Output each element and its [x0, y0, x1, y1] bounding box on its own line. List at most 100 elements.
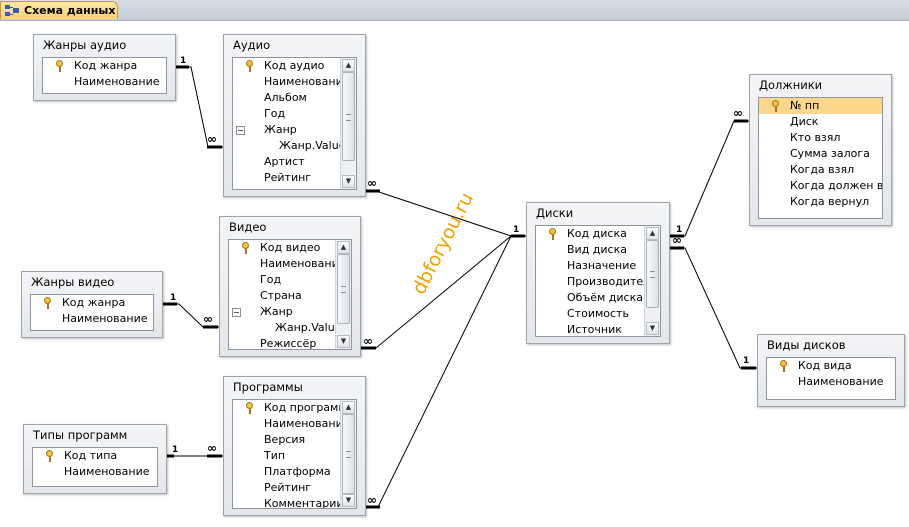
scroll-up-icon[interactable]: ▲: [646, 227, 659, 240]
field-row[interactable]: Вид диска: [567, 243, 627, 256]
scroll-down-icon[interactable]: ▼: [342, 494, 355, 507]
field-row[interactable]: Объём диска: [567, 291, 643, 304]
tab-relationships[interactable]: Схема данных: [0, 1, 118, 19]
table-zhanry-video[interactable]: Жанры видео Код жанра Наименование: [21, 271, 163, 338]
table-title[interactable]: Должники: [759, 78, 823, 92]
table-dolzhniki[interactable]: Должники № пп Диск Кто взял Сумма залога…: [749, 74, 892, 226]
field-row[interactable]: Наименование: [264, 417, 340, 430]
scroll-thumb[interactable]: [337, 254, 350, 324]
field-row[interactable]: Альбом: [264, 91, 307, 104]
field-row[interactable]: Наименование: [74, 75, 160, 88]
field-row[interactable]: Наименование: [798, 375, 884, 388]
field-row[interactable]: Когда взял: [790, 163, 855, 176]
field-row[interactable]: Производитель: [567, 275, 644, 288]
field-row[interactable]: Комментарии: [264, 497, 340, 508]
field-row-selected[interactable]: № пп: [759, 98, 882, 114]
field-row[interactable]: Рейтинг: [264, 481, 312, 494]
field-row[interactable]: Год: [264, 107, 286, 120]
table-programmy[interactable]: Программы Код программы Наименование Вер…: [223, 376, 366, 516]
field-row[interactable]: Платформа: [264, 465, 331, 478]
scroll-down-icon[interactable]: ▼: [342, 175, 355, 188]
table-vidy-diskov[interactable]: Виды дисков Код вида Наименование: [757, 334, 905, 407]
primary-key-icon: [549, 228, 556, 240]
field-row[interactable]: Код жанра: [31, 295, 153, 311]
table-video[interactable]: Видео Код видео Наименование Год Страна …: [219, 216, 361, 357]
field-row[interactable]: Версия: [264, 433, 306, 446]
field-row[interactable]: −Жанр: [232, 305, 293, 318]
table-title[interactable]: Типы программ: [33, 428, 128, 442]
field-row[interactable]: Кто взял: [790, 131, 841, 144]
table-title[interactable]: Виды дисков: [767, 338, 846, 352]
primary-key-icon: [44, 297, 51, 309]
primary-key-icon: [772, 100, 779, 112]
field-row[interactable]: Код типа: [33, 448, 157, 464]
field-row[interactable]: Диск: [790, 115, 819, 128]
scroll-thumb[interactable]: [646, 240, 659, 308]
field-row[interactable]: Код вида: [767, 358, 895, 374]
field-list: Код диска Вид диска Назначение Производи…: [535, 225, 661, 337]
field-list: Код жанра Наименование: [42, 57, 167, 94]
field-row[interactable]: Наименование: [260, 257, 335, 270]
vertical-scrollbar[interactable]: ▲ ▼: [335, 240, 351, 349]
table-title[interactable]: Видео: [229, 220, 267, 234]
field-row[interactable]: Код видео: [229, 240, 335, 256]
field-list: Код типа Наименование: [32, 447, 158, 487]
table-title[interactable]: Аудио: [233, 38, 271, 52]
vertical-scrollbar[interactable]: ▲ ▼: [644, 226, 660, 336]
field-row[interactable]: Режиссёр: [260, 337, 317, 349]
field-row[interactable]: Наименование: [64, 465, 150, 478]
vertical-scrollbar[interactable]: ▲ ▼: [340, 58, 356, 189]
vertical-scrollbar[interactable]: ▲ ▼: [340, 400, 356, 508]
table-zhanry-audio[interactable]: Жанры аудио Код жанра Наименование: [33, 34, 176, 101]
field-row[interactable]: Наименование: [264, 75, 340, 88]
document-tab-strip: Схема данных: [0, 0, 909, 21]
field-row[interactable]: Жанр.Value: [279, 139, 340, 152]
field-row[interactable]: Страна: [260, 289, 302, 302]
table-tipy-programm[interactable]: Типы программ Код типа Наименование: [23, 424, 167, 494]
field-row[interactable]: Наименование: [62, 312, 148, 325]
primary-key-icon: [246, 402, 253, 414]
scroll-up-icon[interactable]: ▲: [337, 241, 350, 254]
field-list: Код вида Наименование: [766, 357, 896, 400]
field-row[interactable]: −Жанр: [236, 123, 297, 136]
table-diski[interactable]: Диски Код диска Вид диска Назначение Про…: [526, 202, 670, 344]
field-list: Код программы Наименование Версия Тип Пл…: [232, 399, 357, 509]
field-row[interactable]: Код жанра: [43, 58, 166, 74]
field-row[interactable]: Год: [260, 273, 282, 286]
scroll-up-icon[interactable]: ▲: [342, 59, 355, 72]
field-list: Код видео Наименование Год Страна −Жанр …: [228, 239, 352, 350]
scroll-down-icon[interactable]: ▼: [646, 322, 659, 335]
scroll-down-icon[interactable]: ▼: [337, 335, 350, 348]
table-title[interactable]: Диски: [536, 206, 574, 220]
field-row[interactable]: Когда должен вернуть: [790, 179, 882, 192]
field-row[interactable]: Источник: [567, 323, 622, 336]
field-row[interactable]: Назначение: [567, 259, 637, 272]
tab-label: Схема данных: [24, 4, 116, 17]
table-title[interactable]: Программы: [233, 380, 303, 394]
field-row[interactable]: Рейтинг: [264, 171, 312, 184]
primary-key-icon: [56, 60, 63, 72]
primary-key-icon: [242, 242, 249, 254]
field-row[interactable]: Сумма залога: [790, 147, 870, 160]
field-row[interactable]: Когда вернул: [790, 195, 870, 208]
field-row[interactable]: Жанр.Value: [275, 321, 335, 334]
field-list: Код жанра Наименование: [30, 294, 154, 331]
scroll-thumb[interactable]: [342, 414, 355, 494]
relationships-icon: [5, 4, 19, 17]
field-row[interactable]: Код программы: [233, 400, 340, 416]
table-title[interactable]: Жанры аудио: [43, 38, 127, 52]
field-row[interactable]: Тип: [264, 449, 286, 462]
table-audio[interactable]: Аудио Код аудио Наименование Альбом Год …: [223, 34, 366, 197]
field-row[interactable]: Код диска: [536, 226, 644, 242]
scroll-up-icon[interactable]: ▲: [342, 401, 355, 414]
primary-key-icon: [46, 450, 53, 462]
table-title[interactable]: Жанры видео: [31, 275, 115, 289]
field-list: Код аудио Наименование Альбом Год −Жанр …: [232, 57, 357, 190]
field-row[interactable]: Артист: [264, 155, 305, 168]
field-row[interactable]: Стоимость: [567, 307, 629, 320]
collapse-icon[interactable]: −: [236, 126, 245, 135]
collapse-icon[interactable]: −: [232, 308, 241, 317]
field-row[interactable]: Код аудио: [233, 58, 340, 74]
scroll-thumb[interactable]: [342, 72, 355, 161]
primary-key-icon: [246, 60, 253, 72]
